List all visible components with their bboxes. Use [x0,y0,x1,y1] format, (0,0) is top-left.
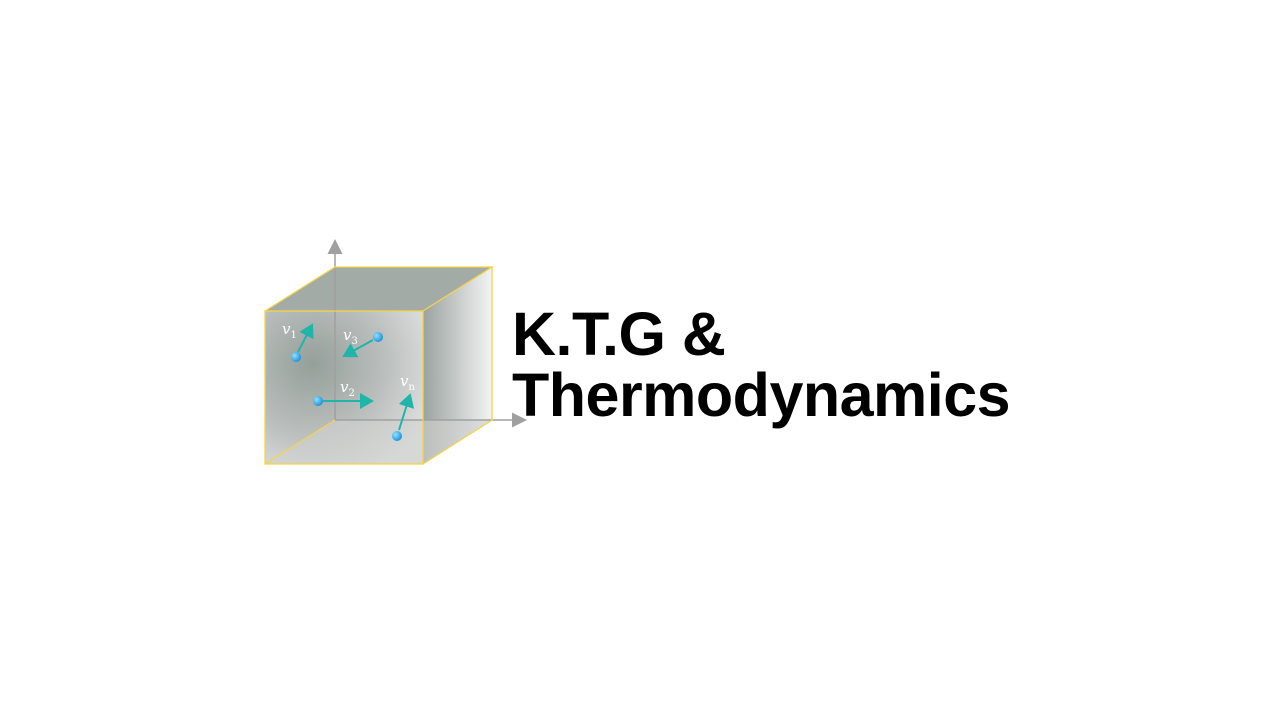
cube-top-face [265,267,492,311]
cube-side-face [423,267,492,464]
cube-bottom-face [265,420,492,464]
title-line-1: K.T.G & [512,300,726,368]
title-line-2: Thermodynamics [512,361,1011,429]
particle-1: v1 [282,320,314,362]
svg-text:v1: v1 [282,320,297,341]
svg-text:v3: v3 [343,326,358,347]
particle-n: vn [392,372,415,441]
particle-2: v2 [313,378,374,409]
particle-3: v3 [342,326,383,358]
svg-text:vn: vn [400,372,415,393]
cube-edges [264,266,495,465]
svg-text:v2: v2 [340,378,355,399]
